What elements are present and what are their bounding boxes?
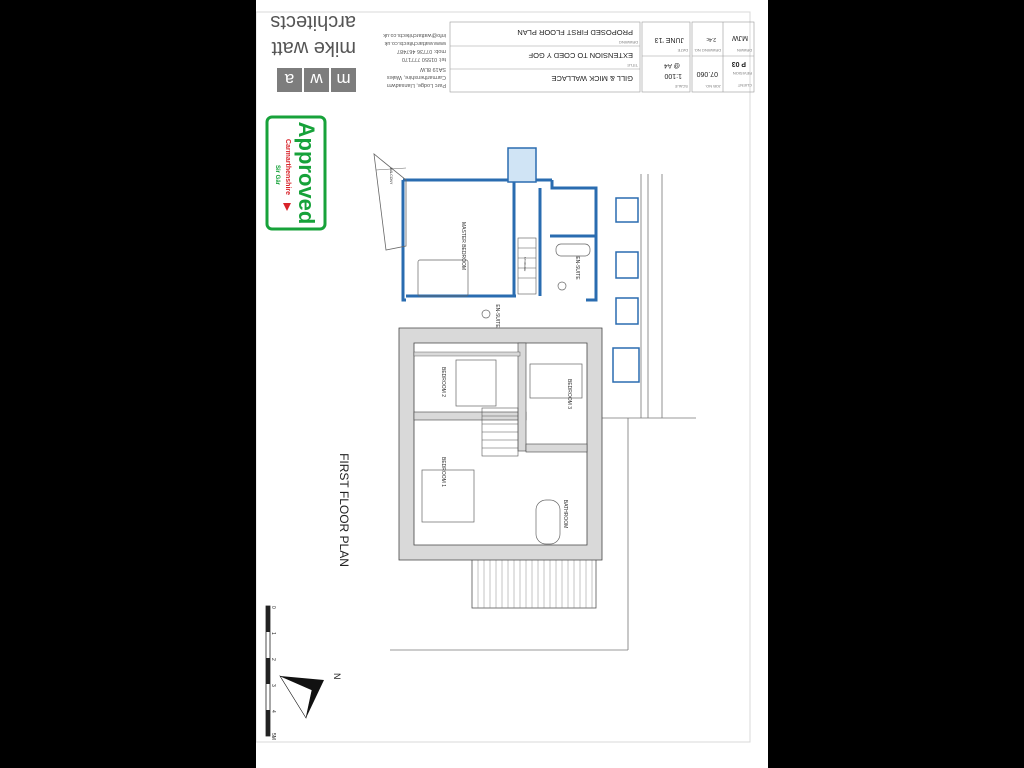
svg-text:m: m — [336, 70, 350, 89]
site-boundary — [390, 174, 696, 651]
svg-text:Parc Lodge, Llansadwrn: Parc Lodge, Llansadwrn — [387, 82, 446, 88]
practice-logo: m w a mike watt architects — [270, 11, 356, 92]
svg-text:w: w — [310, 70, 324, 89]
svg-text:mob: 07736 467487: mob: 07736 467487 — [397, 48, 446, 54]
room-master-bedroom: MASTER BEDROOM — [460, 222, 466, 270]
extension-walls — [401, 178, 598, 302]
scale-label: SCALE — [675, 84, 688, 89]
svg-text:www.wattarchitects.co.uk: www.wattarchitects.co.uk — [384, 40, 447, 46]
approved-word: Approved — [294, 122, 319, 225]
stair — [481, 237, 537, 457]
svg-text:5M: 5M — [270, 733, 276, 740]
svg-text:info@wattarchitects.co.uk: info@wattarchitects.co.uk — [383, 32, 446, 38]
room-en-suite-2: EN-SUITE — [494, 304, 500, 328]
practice-address: Parc Lodge, Llansadwrn Carmarthenshire, … — [383, 32, 447, 88]
drawn-label: DRAWN — [737, 48, 752, 53]
drawing-no-label: DRAWING NO. — [694, 48, 721, 53]
council-name: Carmarthenshire — [284, 139, 291, 195]
room-bathroom: BATHROOM — [562, 500, 568, 529]
room-bedroom-1: BEDROOM 1 — [440, 457, 446, 487]
fittings — [417, 243, 591, 545]
svg-text:a: a — [284, 70, 294, 89]
drawing-value: PROPOSED FIRST FLOOR PLAN — [517, 28, 633, 37]
scale-paper: @ A4 — [664, 62, 680, 69]
drawing-canvas: CLIENT GILL & MICK WALLACE TITLE EXTENSI… — [256, 11, 755, 743]
svg-text:3: 3 — [270, 684, 276, 687]
rooflights — [612, 197, 640, 383]
drawn-value: MJW — [732, 34, 748, 41]
drawing-no-value: 2.4c — [706, 36, 716, 42]
room-bedroom-2: BEDROOM 2 — [440, 367, 446, 397]
practice-name: mike watt — [271, 37, 356, 59]
svg-text:2: 2 — [270, 658, 276, 661]
approved-stamp: Approved Carmarthenshire Sir Gâr — [265, 115, 327, 231]
practice-name-2: architects — [270, 11, 356, 33]
floor-plan: MASTER BEDROOM EN-SUITE EN-SUITE BEDROOM… — [337, 147, 696, 651]
room-bedroom-3: BEDROOM 3 — [566, 379, 572, 409]
client-value: GILL & MICK WALLACE — [551, 74, 633, 83]
svg-text:SA19 8LW: SA19 8LW — [419, 66, 446, 72]
north-arrow-icon: N — [279, 673, 342, 719]
council-sub: Sir Gâr — [274, 165, 280, 186]
title-label: TITLE — [627, 63, 638, 68]
title-value: EXTENSION TO COED Y GOF — [528, 51, 633, 60]
job-label: JOB NO. — [705, 84, 721, 89]
revision-label: REVISION — [733, 71, 752, 76]
title-block: CLIENT GILL & MICK WALLACE TITLE EXTENSI… — [270, 11, 755, 93]
scale-bar: 0 1 2 3 4 5M — [265, 605, 276, 740]
svg-text:Carmarthenshire, Wales: Carmarthenshire, Wales — [387, 74, 446, 80]
date-label: DATE — [677, 48, 688, 53]
existing-house — [398, 327, 603, 561]
sheet-border — [256, 11, 751, 743]
svg-text:4: 4 — [270, 710, 276, 713]
balcony — [373, 153, 407, 251]
chimney — [507, 147, 537, 183]
svg-text:tel: 01550 777170: tel: 01550 777170 — [402, 56, 446, 62]
drawing-label: DRAWING — [619, 40, 638, 45]
room-en-suite-1: EN-SUITE — [574, 256, 580, 280]
drawing-sheet: CLIENT GILL & MICK WALLACE TITLE EXTENSI… — [256, 0, 768, 768]
date-value: JUNE '13 — [655, 36, 684, 43]
scale-value: 1:100 — [664, 72, 682, 79]
client-label: CLIENT — [737, 83, 752, 88]
label-storage: STORAGE — [523, 257, 527, 272]
plan-heading: FIRST FLOOR PLAN — [337, 453, 351, 567]
north-label: N — [332, 673, 342, 680]
label-balcony: BALCONY — [389, 168, 393, 185]
svg-text:1: 1 — [270, 632, 276, 635]
job-value: 07.060 — [696, 70, 718, 77]
svg-text:0: 0 — [270, 606, 276, 609]
revision-value: P 03 — [732, 60, 746, 67]
